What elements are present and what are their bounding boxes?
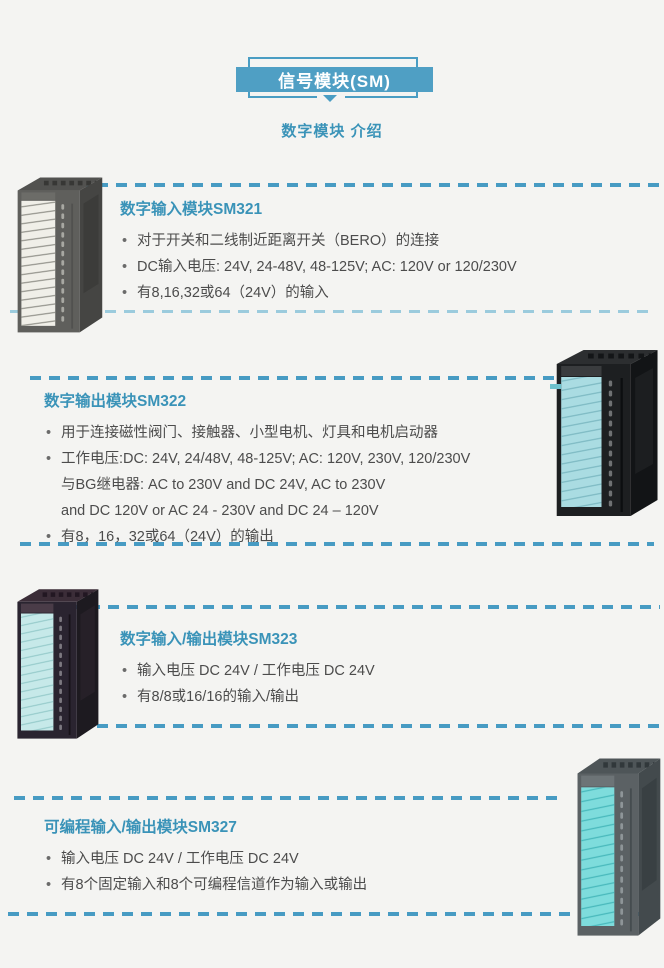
bullet-item: 用于连接磁性阀门、接触器、小型电机、灯具和电机启动器 <box>44 420 574 446</box>
bullet-item: 有8,16,32或64（24V）的输入 <box>120 280 655 306</box>
bullet-text: 输入电压 DC 24V / 工作电压 DC 24V <box>61 851 299 867</box>
divider-bottom <box>8 912 658 916</box>
bullet-list-sm322: 用于连接磁性阀门、接触器、小型电机、灯具和电机启动器 工作电压:DC: 24V,… <box>44 420 574 550</box>
divider-top-sm323 <box>70 605 660 609</box>
sm322-module-photo <box>550 342 662 522</box>
bullet-item: DC输入电压: 24V, 24-48V, 48-125V; AC: 120V o… <box>120 254 655 280</box>
divider-top-sm327 <box>14 796 564 800</box>
divider-top-sm321 <box>78 183 660 187</box>
bullet-item: 对于开关和二线制近距离开关（BERO）的连接 <box>120 228 655 254</box>
bullet-list-sm323: 输入电压 DC 24V / 工作电压 DC 24V 有8/8或16/16的输入/… <box>120 658 570 710</box>
bullet-text: DC输入电压: 24V, 24-48V, 48-125V; AC: 120V o… <box>137 259 517 275</box>
section-sm321: 数字输入模块SM321 对于开关和二线制近距离开关（BERO）的连接 DC输入电… <box>120 197 655 306</box>
section-sm323: 数字输入/输出模块SM323 输入电压 DC 24V / 工作电压 DC 24V… <box>120 627 570 710</box>
bullet-text: 输入电压 DC 24V / 工作电压 DC 24V <box>137 663 375 679</box>
bullet-item: 输入电压 DC 24V / 工作电压 DC 24V <box>120 658 570 684</box>
bullet-item: 输入电压 DC 24V / 工作电压 DC 24V <box>44 846 574 872</box>
bullet-text: 有8，16，32或64（24V）的输出 <box>61 529 274 545</box>
section-sm327: 可编程输入/输出模块SM327 输入电压 DC 24V / 工作电压 DC 24… <box>44 815 574 898</box>
banner-pointer-triangle-icon <box>323 95 337 102</box>
page-subtitle: 数字模块 介绍 <box>281 123 383 140</box>
bullet-item: 有8，16，32或64（24V）的输出 <box>44 524 574 550</box>
bullet-item: 有8/8或16/16的输入/输出 <box>120 684 570 710</box>
bullet-text: 用于连接磁性阀门、接触器、小型电机、灯具和电机启动器 <box>61 425 438 441</box>
section-title-sm327: 可编程输入/输出模块SM327 <box>44 819 237 836</box>
bullet-item: 工作电压:DC: 24V, 24/48V, 48-125V; AC: 120V,… <box>44 446 574 524</box>
bullet-text: 有8个固定输入和8个可编程信道作为输入或输出 <box>61 877 368 893</box>
divider-top-sm322 <box>30 376 562 380</box>
bullet-text: 有8/8或16/16的输入/输出 <box>137 689 299 705</box>
section-title-sm321: 数字输入模块SM321 <box>120 201 263 218</box>
sm323-module-photo <box>12 582 102 744</box>
section-sm322: 数字输出模块SM322 用于连接磁性阀门、接触器、小型电机、灯具和电机启动器 工… <box>44 389 574 550</box>
bullet-text: 对于开关和二线制近距离开关（BERO）的连接 <box>137 233 440 249</box>
section-title-sm323: 数字输入/输出模块SM323 <box>120 631 298 648</box>
bullet-text: 有8,16,32或64（24V）的输入 <box>137 285 329 301</box>
divider-below-sm323 <box>40 724 660 728</box>
bullet-text: 工作电压:DC: 24V, 24/48V, 48-125V; AC: 120V,… <box>61 451 471 519</box>
sm327-module-photo <box>572 750 664 942</box>
bullet-item: 有8个固定输入和8个可编程信道作为输入或输出 <box>44 872 574 898</box>
bullet-list-sm327: 输入电压 DC 24V / 工作电压 DC 24V 有8个固定输入和8个可编程信… <box>44 846 574 898</box>
divider-below-sm321 <box>10 310 655 313</box>
banner-title: 信号模块(SM) <box>236 67 433 92</box>
section-title-sm322: 数字输出模块SM322 <box>44 393 187 410</box>
bullet-list-sm321: 对于开关和二线制近距离开关（BERO）的连接 DC输入电压: 24V, 24-4… <box>120 228 655 306</box>
sm321-module-photo <box>12 170 106 338</box>
